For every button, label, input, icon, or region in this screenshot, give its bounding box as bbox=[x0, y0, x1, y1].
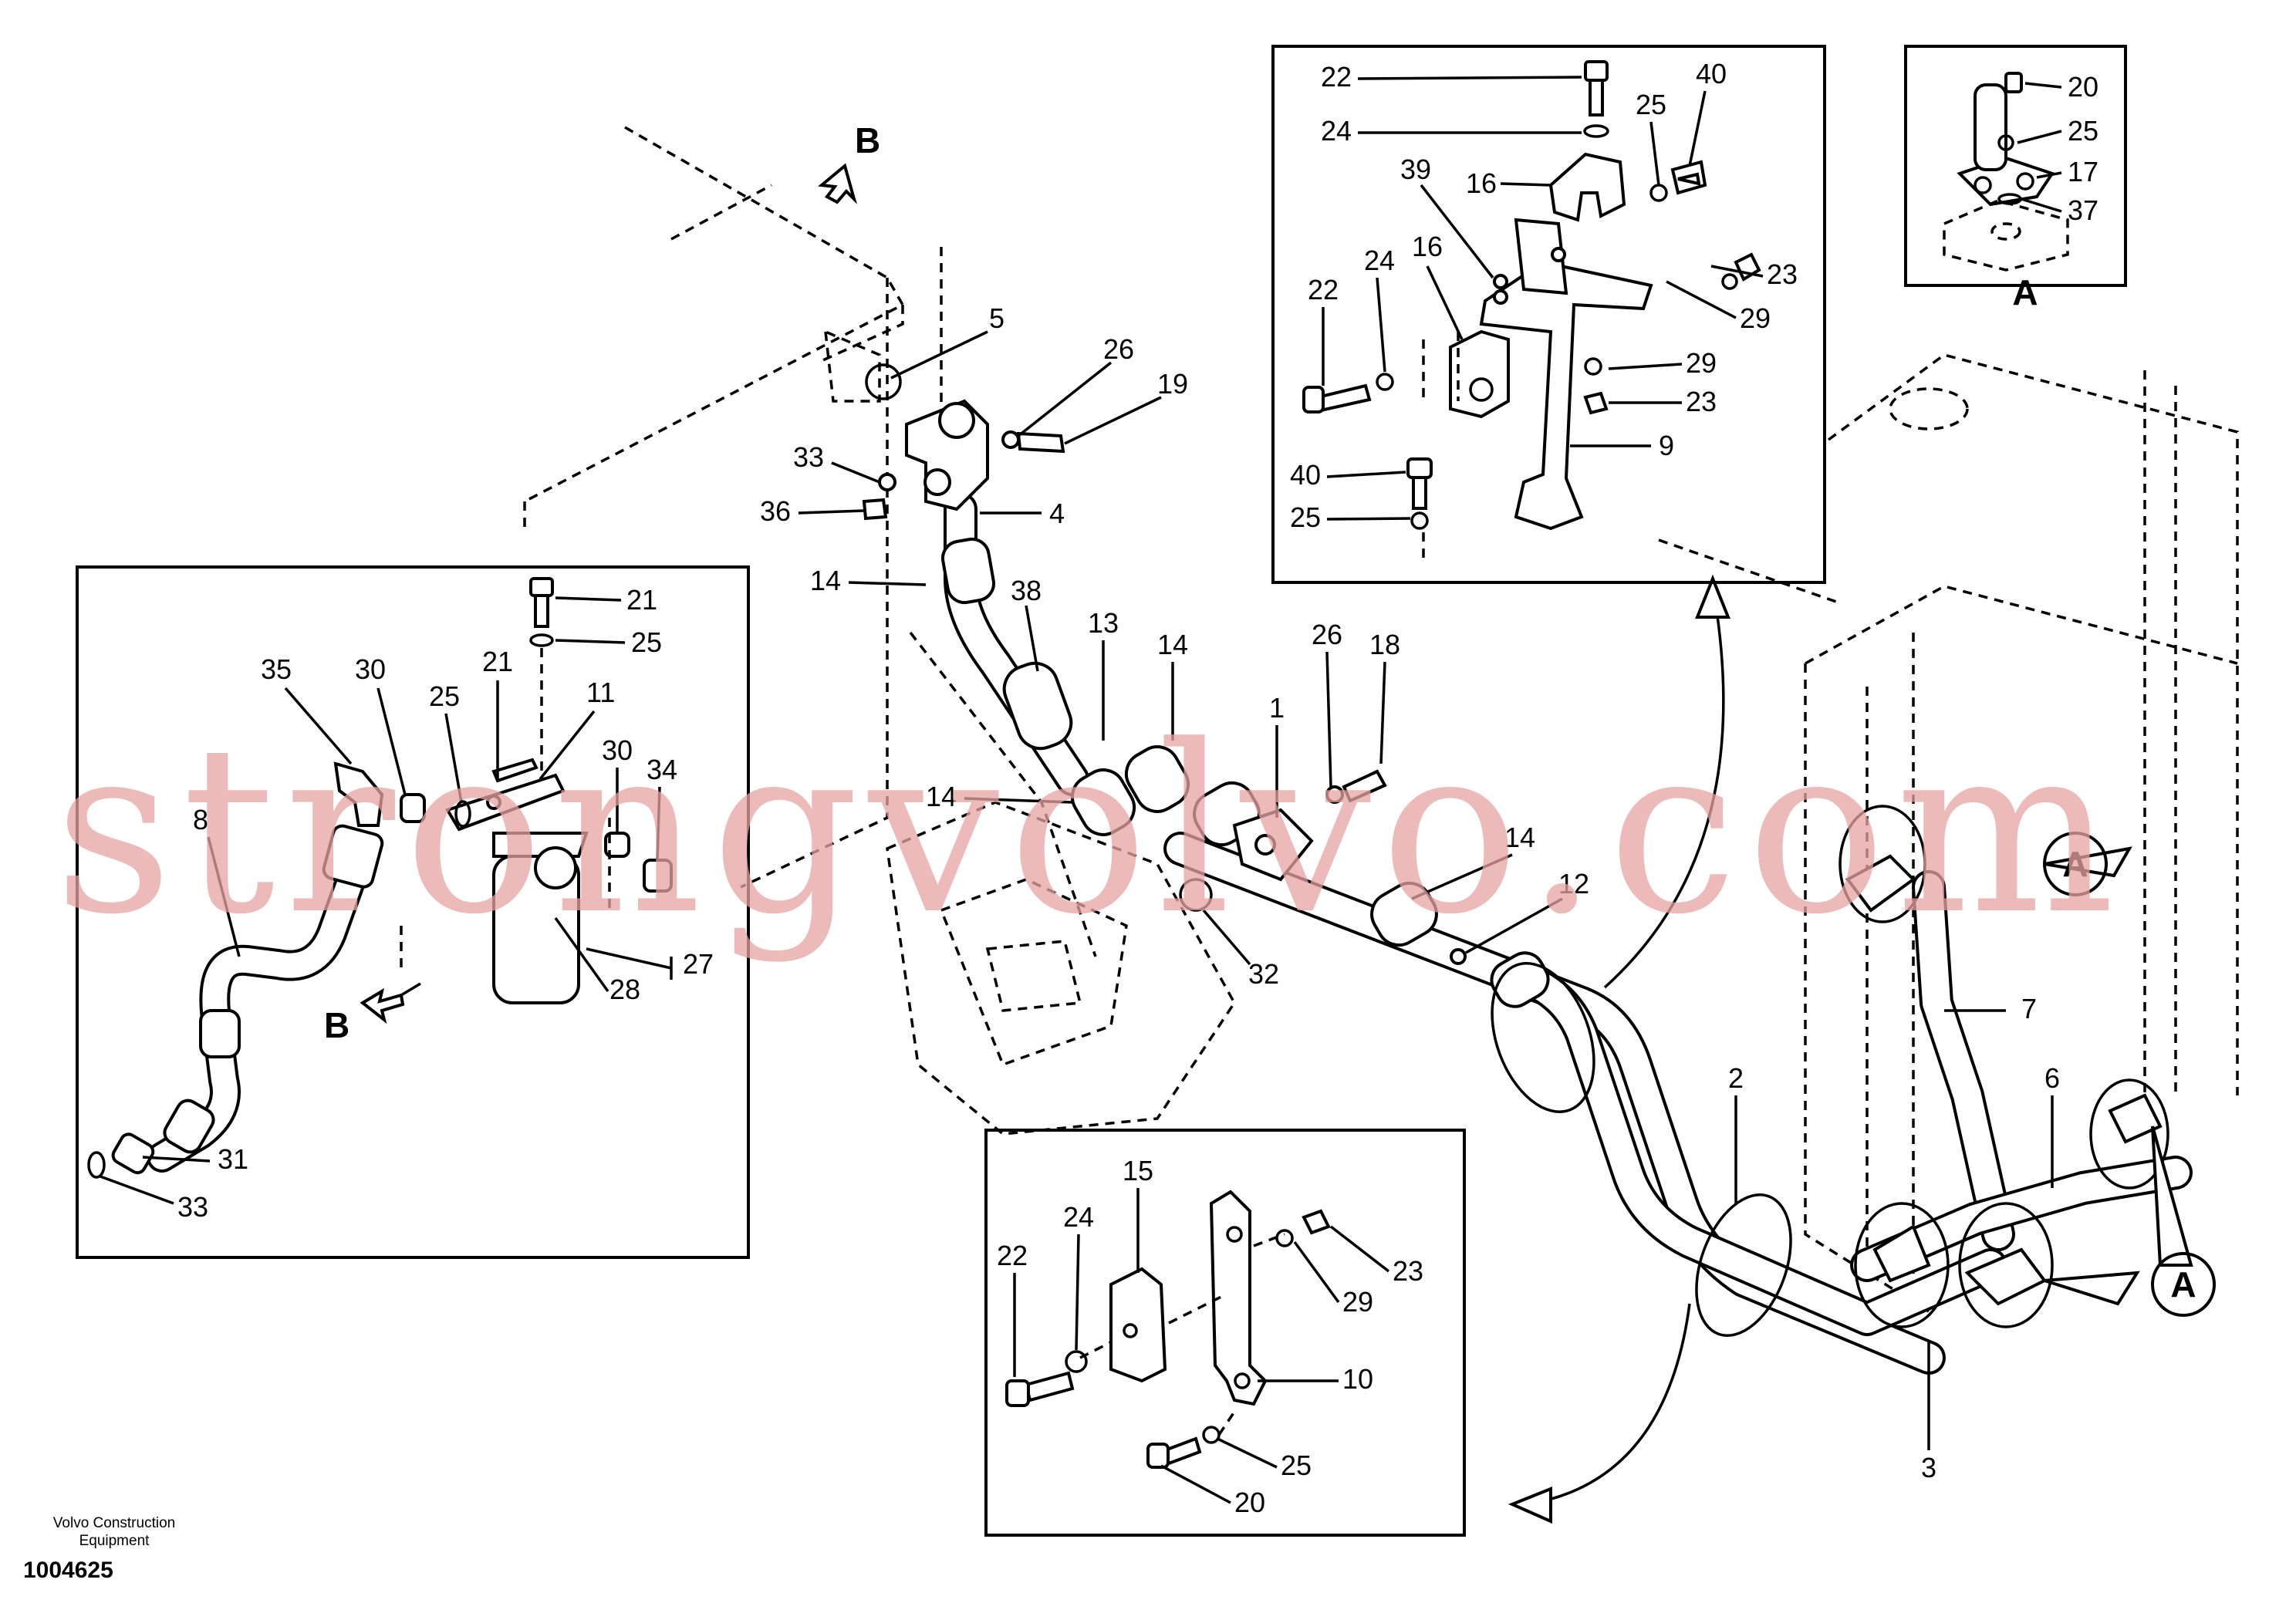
callout-left-30a: 30 bbox=[355, 653, 386, 685]
main-callouts: 5 26 19 33 36 4 14 38 13 14 14 1 26 18 1… bbox=[760, 302, 2060, 1483]
callout-a-37: 37 bbox=[2068, 194, 2098, 226]
callout-top-22a: 22 bbox=[1321, 61, 1352, 93]
callout-main-3: 3 bbox=[1921, 1452, 1936, 1483]
view-a-inset: 20 25 17 37 A bbox=[1904, 45, 2127, 312]
callout-left-11: 11 bbox=[586, 677, 615, 708]
watermark: strongvolvo.com bbox=[54, 696, 2124, 965]
callout-bottom-10: 10 bbox=[1342, 1363, 1373, 1395]
callout-main-14c: 14 bbox=[926, 781, 957, 812]
callout-left-30b: 30 bbox=[602, 734, 633, 766]
callout-main-13: 13 bbox=[1088, 607, 1119, 639]
view-callout-a2: A bbox=[2151, 1252, 2216, 1317]
callout-main-2: 2 bbox=[1728, 1062, 1744, 1094]
callout-bottom-22: 22 bbox=[997, 1240, 1028, 1271]
callout-top-24b: 24 bbox=[1364, 245, 1395, 276]
callout-main-1: 1 bbox=[1269, 692, 1285, 724]
view-arrow-b-top: B bbox=[818, 120, 880, 204]
callout-main-14d: 14 bbox=[1504, 822, 1535, 853]
view-label-b-left: B bbox=[324, 1005, 349, 1045]
view-callout-a2-label: A bbox=[2170, 1264, 2196, 1304]
callout-left-25b: 25 bbox=[429, 680, 460, 712]
callout-top-9: 9 bbox=[1659, 430, 1674, 461]
callout-bottom-24: 24 bbox=[1063, 1201, 1094, 1233]
callout-left-21a: 21 bbox=[626, 584, 657, 616]
callout-bottom-20: 20 bbox=[1234, 1487, 1265, 1518]
callout-top-16a: 16 bbox=[1466, 167, 1497, 199]
callout-top-25b: 25 bbox=[1290, 501, 1321, 533]
callout-bottom-23: 23 bbox=[1393, 1255, 1423, 1287]
bottom-inset: 15 24 22 23 29 10 25 20 bbox=[984, 1129, 1466, 1537]
callout-top-40b: 40 bbox=[1290, 459, 1321, 491]
callout-main-12: 12 bbox=[1558, 868, 1589, 899]
callout-top-40a: 40 bbox=[1696, 58, 1727, 89]
callout-top-29b: 29 bbox=[1686, 347, 1717, 379]
manufacturer-line2: Equipment bbox=[79, 1533, 150, 1549]
flow-arrows bbox=[1508, 574, 2193, 1524]
left-inset: B 21 25 35 30 21 25 11 30 34 8 27 28 31 … bbox=[76, 565, 750, 1259]
callout-bottom-29: 29 bbox=[1342, 1286, 1373, 1318]
callout-left-27: 27 bbox=[683, 948, 714, 980]
drawing-number: 1004625 bbox=[23, 1558, 113, 1583]
callout-main-33: 33 bbox=[793, 441, 824, 473]
callout-left-34: 34 bbox=[647, 754, 677, 785]
manufacturer-line1: Volvo Construction bbox=[53, 1515, 175, 1531]
callout-main-32: 32 bbox=[1248, 958, 1279, 990]
view-label-b-top: B bbox=[855, 120, 880, 160]
callout-left-31: 31 bbox=[218, 1143, 248, 1175]
main-pipe-assembly bbox=[862, 363, 2193, 1375]
callout-left-35: 35 bbox=[261, 653, 292, 685]
callout-left-25a: 25 bbox=[631, 626, 662, 658]
callout-main-4: 4 bbox=[1049, 498, 1065, 529]
view-callout-a1-label: A bbox=[2062, 844, 2088, 884]
callout-main-26: 26 bbox=[1103, 333, 1134, 365]
callout-top-23b: 23 bbox=[1686, 386, 1717, 417]
callout-top-24a: 24 bbox=[1321, 115, 1352, 147]
callout-left-28: 28 bbox=[609, 974, 640, 1005]
callout-main-26b: 26 bbox=[1312, 619, 1342, 650]
callout-bottom-15: 15 bbox=[1123, 1155, 1153, 1186]
callout-a-25: 25 bbox=[2068, 115, 2098, 147]
callout-main-5: 5 bbox=[989, 302, 1004, 334]
top-inset: 22 40 24 25 16 39 16 24 22 23 29 29 23 9… bbox=[1271, 45, 1826, 584]
callout-top-39: 39 bbox=[1400, 154, 1431, 185]
callout-top-23a: 23 bbox=[1767, 258, 1798, 290]
callout-main-18: 18 bbox=[1369, 629, 1400, 660]
callout-main-38: 38 bbox=[1011, 575, 1042, 606]
callout-main-36: 36 bbox=[760, 495, 791, 527]
view-callout-a1: A bbox=[2043, 832, 2108, 896]
callout-top-29a: 29 bbox=[1740, 302, 1771, 334]
callout-left-33: 33 bbox=[177, 1191, 208, 1223]
callout-left-21b: 21 bbox=[482, 646, 513, 677]
callout-top-16b: 16 bbox=[1412, 231, 1443, 262]
callout-main-6: 6 bbox=[2044, 1062, 2060, 1094]
callout-bottom-25: 25 bbox=[1281, 1450, 1312, 1481]
callout-top-25a: 25 bbox=[1636, 89, 1666, 120]
callout-main-7: 7 bbox=[2021, 993, 2037, 1024]
view-label-a: A bbox=[2012, 272, 2038, 312]
callout-main-19: 19 bbox=[1157, 368, 1188, 400]
callout-main-14a: 14 bbox=[810, 565, 841, 596]
footer: Volvo Construction Equipment 1004625 bbox=[23, 1515, 175, 1583]
callout-a-20: 20 bbox=[2068, 71, 2098, 103]
callout-main-14b: 14 bbox=[1157, 629, 1188, 660]
callout-left-8: 8 bbox=[193, 804, 208, 835]
callout-top-22b: 22 bbox=[1308, 274, 1339, 305]
callout-a-17: 17 bbox=[2068, 156, 2098, 187]
